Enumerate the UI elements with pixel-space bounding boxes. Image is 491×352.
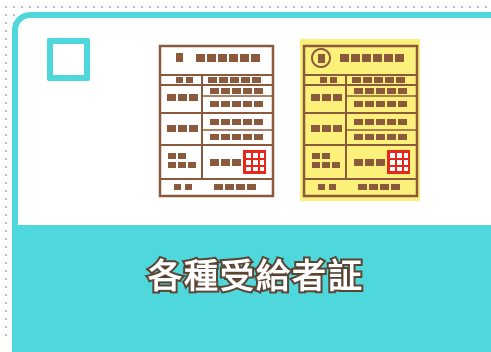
card-label: 各種受給者証 [146,255,364,299]
red-seal-icon [243,150,266,174]
certificate-card[interactable]: 各種受給者証 [12,12,491,352]
documents-illustration [158,39,420,201]
label-band [18,225,491,352]
checkbox[interactable] [47,38,90,81]
red-seal-icon-highlighted [387,150,410,174]
certificate-document-highlighted-icon [302,44,419,198]
